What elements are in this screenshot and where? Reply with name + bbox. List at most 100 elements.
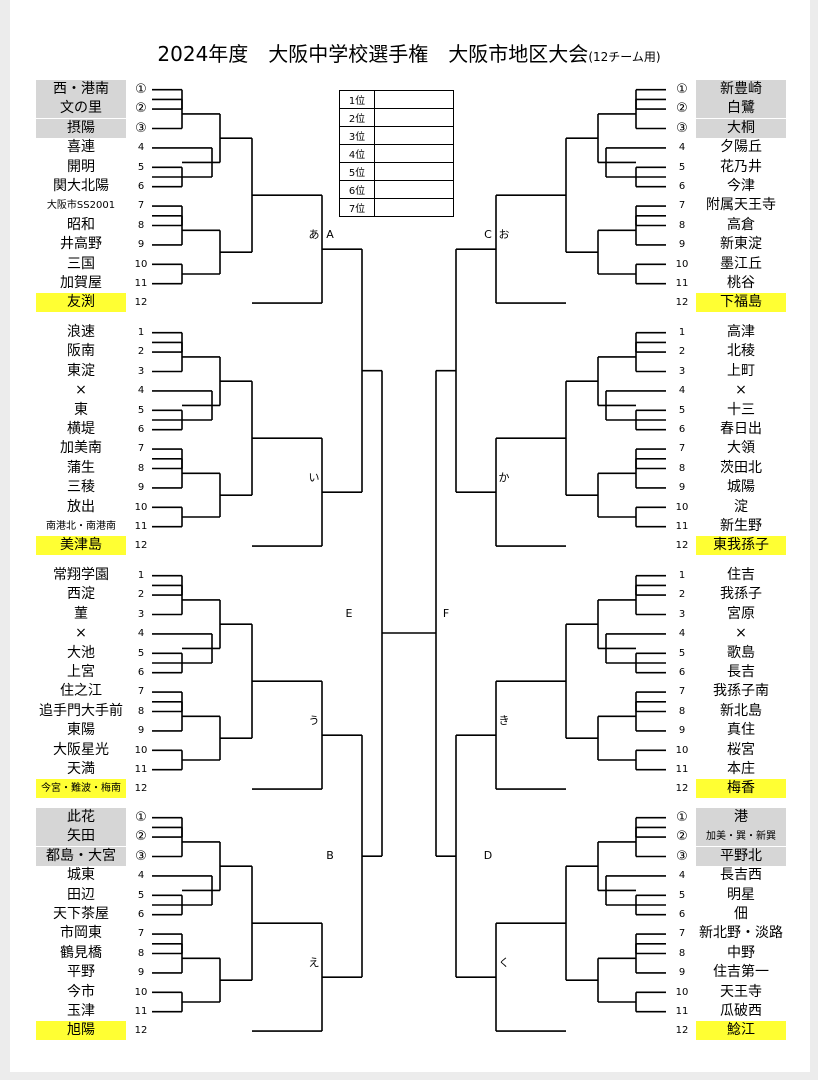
team-name: 市岡東 [60,925,102,942]
team-name: 桜宮 [727,741,755,758]
seed-number: 7 [137,443,145,455]
seed-number: 11 [134,521,148,532]
seed-number: ① [676,810,688,825]
team-name: 東淀 [67,362,95,379]
seed-number: 10 [675,744,689,756]
team-name: 春日出 [720,421,762,437]
seed-number: 9 [137,239,145,251]
seed-number: 1 [678,570,686,581]
team-name: 加美・巽・新巽 [696,827,786,847]
team-name: 文の里 [36,99,126,119]
team-name: 夕陽丘 [720,139,762,156]
team-name: 新北野・淡路 [699,925,783,942]
seed-number: ① [676,82,688,97]
ranking-row: 4位 [339,144,454,163]
title-sub: (12チーム用) [588,50,661,64]
seed-number: 9 [678,239,686,251]
seed-number: 3 [678,365,686,377]
seed-number: 3 [137,365,145,377]
seed-number: 1 [137,570,145,581]
seed-number: 12 [675,1025,689,1037]
seed-number: 4 [678,142,686,154]
seed-number: ③ [135,848,147,864]
team-name: 梅香 [696,779,786,799]
semi-label: B [323,849,337,864]
team-name: 喜連 [67,139,95,156]
seed-number: 10 [134,258,148,270]
seed-number: 4 [137,142,145,154]
block-label: か [497,471,511,486]
page-title: 2024年度 大阪中学校選手権 大阪市地区大会(12チーム用) [0,38,818,67]
seed-number: ② [135,101,147,117]
seed-number: 7 [678,686,686,698]
team-name: 蒲生 [67,459,95,476]
seed-number: 1 [678,327,686,338]
seed-number: 2 [137,346,145,358]
seed-number: 12 [675,540,689,552]
team-name: 城東 [67,867,95,884]
seed-number: 1 [137,327,145,338]
team-name: 浪速 [67,324,95,340]
seed-number: 11 [675,278,689,289]
team-name: 本庄 [727,761,755,777]
seed-number: 10 [134,501,148,513]
team-name: 三国 [67,255,95,272]
seed-number: 5 [678,889,686,901]
team-name: 加美南 [60,440,102,457]
title-main: 2024年度 大阪中学校選手権 大阪市地区大会 [157,42,589,66]
seed-number: 2 [678,346,686,358]
seed-number: 4 [137,628,145,640]
seed-number: 7 [678,200,686,212]
team-name: 開明 [67,158,95,175]
team-name: 阪南 [67,343,95,360]
block-label: く [497,956,511,971]
seed-number: 6 [678,909,686,920]
seed-number: 12 [134,540,148,552]
seed-number: 7 [137,200,145,212]
seed-number: 4 [137,385,145,397]
seed-number: ③ [676,848,688,864]
team-name: 新北島 [720,702,762,719]
team-name: 花乃井 [720,158,762,175]
team-name: 今津 [727,178,755,194]
seed-number: 2 [137,589,145,601]
team-name: 天満 [67,761,95,777]
seed-number: 5 [137,161,145,173]
team-name: 鯰江 [696,1021,786,1041]
ranking-label: 7位 [339,198,375,217]
ranking-row: 7位 [339,198,454,217]
seed-number: 3 [137,608,145,620]
seed-number: 4 [678,385,686,397]
seed-number: 11 [134,764,148,775]
seed-number: 11 [675,764,689,775]
team-name: 淀 [734,498,748,515]
final-label: E [342,607,356,621]
seed-number: 10 [675,501,689,513]
team-name: 昭和 [67,216,95,233]
seed-number: 5 [678,161,686,173]
seed-number: 11 [134,278,148,289]
team-name: 宮原 [727,605,755,622]
team-name: 中野 [727,944,755,961]
block-label: う [307,714,321,729]
team-name: 今市 [67,983,95,1000]
block-label: き [497,714,511,729]
team-name: 常翔学園 [53,567,109,583]
seed-number: 7 [137,686,145,698]
team-name: 北稜 [727,343,755,360]
team-name: 天下茶屋 [53,906,109,922]
seed-number: ② [676,829,688,845]
seed-number: 8 [137,705,145,717]
seed-number: 11 [675,1006,689,1017]
seed-number: 4 [678,870,686,882]
seed-number: 10 [134,986,148,998]
team-name: 南港北・南港南 [46,521,116,532]
team-name: 大池 [67,644,95,661]
team-name: 長吉 [727,664,755,680]
seed-number: 10 [675,986,689,998]
seed-number: 5 [678,404,686,416]
seed-number: 7 [678,928,686,940]
seed-number: 9 [678,967,686,979]
team-name: 歌島 [727,644,755,661]
